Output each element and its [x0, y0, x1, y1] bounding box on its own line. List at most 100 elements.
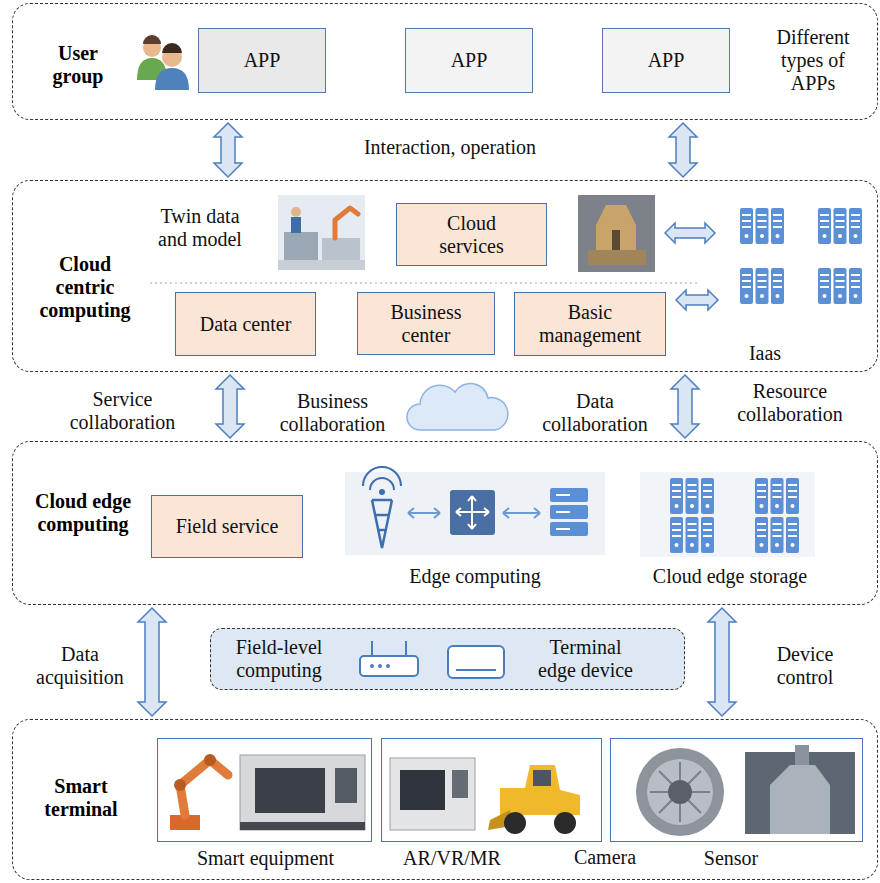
mill-picture: [612, 230, 620, 250]
edge-device-icon: [448, 646, 504, 678]
picture-caption: Twin data and model: [150, 205, 250, 251]
edge-computing-picture: [345, 472, 605, 555]
service-box: Field service: [151, 495, 303, 558]
router-icon: [372, 641, 406, 656]
double-arrow: [671, 375, 699, 438]
loader-picture: [500, 765, 580, 815]
edge-device-icon: [448, 646, 504, 678]
robot-arm-picture: [204, 754, 216, 766]
box-text: APP: [244, 49, 281, 72]
box-text: Field service: [176, 515, 279, 538]
loader-picture: [554, 812, 576, 834]
picture-caption: Iaas: [740, 342, 790, 365]
picture-caption: Edge computing: [385, 565, 565, 588]
block-arrow: [676, 290, 718, 310]
terminal-frame: AR/VR/MR: [381, 738, 602, 842]
layer-title: Cloud centric computing: [33, 253, 137, 322]
edge-device-icon: [456, 669, 496, 671]
digital-twin-picture: [335, 208, 358, 238]
block-arrow: [665, 223, 718, 310]
cnc-machine-picture: [240, 822, 365, 830]
user-icon: [155, 68, 189, 90]
digital-twin-picture: [278, 260, 365, 270]
double-arrow: [214, 123, 242, 177]
user-icon: [137, 35, 189, 90]
box-text: Cloud services: [422, 212, 522, 258]
layer-band: Cloud centric computingCloud servicesDat…: [12, 180, 878, 372]
box-text: APP: [648, 49, 685, 72]
storage-picture: [755, 517, 799, 553]
flow-label: Interaction, operation: [300, 136, 600, 159]
router-icon: [360, 641, 418, 676]
edge-computing-picture: [363, 467, 401, 490]
field-box-ground: [210, 628, 685, 690]
edge-computing-picture: [456, 496, 489, 529]
edge-computing-picture: [408, 508, 440, 518]
edge-computing-picture: [503, 508, 540, 518]
double-arrow: [708, 608, 736, 716]
box-text: APP: [451, 49, 488, 72]
service-box: Business center: [357, 292, 495, 355]
box-text: Field-level computing: [223, 636, 335, 682]
cnc-machine-picture: [240, 755, 365, 830]
block-arrow: [665, 223, 715, 243]
server-icons: [740, 208, 784, 244]
storage-picture: [755, 478, 799, 514]
flow-label: Data collaboration: [530, 390, 660, 436]
cnc-machine-picture: [452, 770, 468, 798]
router-icon: [360, 656, 418, 676]
layer-band: User group APP APP APP: [12, 3, 878, 120]
router-icon: [386, 664, 390, 668]
picture-caption: Camera: [560, 846, 650, 869]
box-text: AR/VR/MR: [382, 847, 522, 870]
user-icon: [143, 35, 161, 44]
dotted-divider: [150, 282, 700, 283]
box-text: Smart equipment: [158, 847, 373, 870]
digital-twin-picture: [291, 217, 301, 233]
flow-label: Device control: [760, 643, 850, 689]
turbine-picture: [636, 748, 724, 836]
cloud-symbol: [407, 383, 508, 430]
box-text: Business center: [376, 301, 476, 347]
router-icon: [370, 664, 374, 668]
mill-machine-picture: [745, 745, 855, 834]
storage-picture: [640, 472, 815, 557]
app-box: APP: [198, 28, 326, 93]
turbine-picture: [647, 759, 713, 825]
digital-twin-picture: [278, 195, 365, 270]
mill-machine-picture: [770, 765, 830, 834]
side-note: Different types of APPs: [758, 26, 868, 95]
digital-twin-picture: [284, 232, 318, 260]
cnc-machine-picture: [255, 768, 325, 813]
app-box: APP: [602, 28, 730, 93]
digital-twin-picture: [278, 195, 365, 270]
layer-title: User group: [37, 42, 119, 88]
service-box: Cloud services: [396, 203, 547, 266]
server-icons: [740, 208, 862, 304]
terminal-frame: Smart equipment: [157, 738, 372, 842]
terminal-frame: Sensor: [610, 738, 863, 842]
turbine-picture: [650, 762, 710, 822]
cnc-machine-picture: [390, 758, 475, 830]
edge-computing-picture: [372, 500, 392, 548]
cnc-machine-picture: [240, 755, 475, 830]
digital-twin-picture: [291, 207, 301, 217]
flow-label: Data acquisition: [30, 643, 130, 689]
flow-label: Service collaboration: [55, 388, 190, 434]
server-icons: [740, 268, 784, 304]
turbine-picture: [668, 780, 692, 804]
cnc-machine-picture: [400, 770, 445, 810]
server-icons: [818, 208, 862, 244]
edge-computing-picture: [379, 489, 385, 495]
loader-picture: [504, 812, 526, 834]
mill-picture: [578, 195, 655, 272]
layer-title: Smart terminal: [39, 775, 123, 821]
cnc-machine-picture: [335, 768, 357, 803]
robot-arm-picture: [174, 779, 186, 791]
storage-picture: [670, 517, 714, 553]
box-text: Terminal edge device: [533, 636, 638, 682]
digital-twin-picture: [322, 238, 360, 260]
double-arrow: [216, 375, 244, 438]
loader-picture: [488, 765, 580, 834]
